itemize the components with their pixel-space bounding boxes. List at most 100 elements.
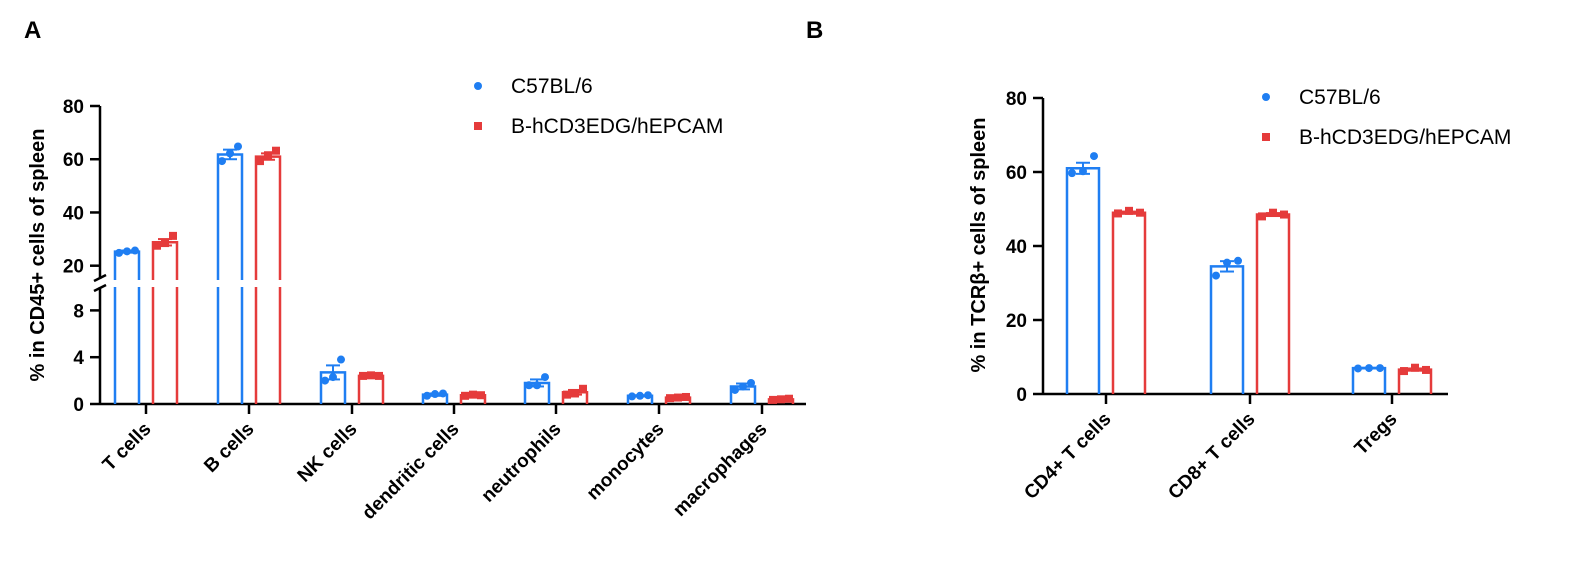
y-tick-label: 8 xyxy=(73,301,84,322)
data-point xyxy=(1114,209,1122,218)
x-tick-label: NK cells xyxy=(294,419,362,487)
data-point xyxy=(769,395,777,404)
data-point xyxy=(579,384,587,393)
data-point xyxy=(739,382,747,391)
x-tick-label: monocytes xyxy=(583,419,669,505)
y-tick-label: 0 xyxy=(1016,385,1027,406)
axis-break-gap xyxy=(108,280,808,287)
data-point xyxy=(1125,206,1133,215)
data-point xyxy=(525,381,533,390)
bar-c57bl6 xyxy=(216,153,244,404)
y-tick-label: 80 xyxy=(63,97,84,118)
bar-hcd3edg xyxy=(1111,211,1147,394)
data-point xyxy=(1354,364,1362,373)
data-point xyxy=(1234,256,1242,265)
bar-hcd3edg xyxy=(357,374,385,404)
data-point xyxy=(115,248,123,257)
data-point xyxy=(1422,365,1430,374)
y-tick-label: 0 xyxy=(73,395,84,416)
data-point xyxy=(131,246,139,255)
y-tick-label: 20 xyxy=(63,257,84,278)
data-point xyxy=(682,392,690,401)
bar-hcd3edg xyxy=(1255,213,1291,394)
data-point xyxy=(1079,167,1087,176)
data-point xyxy=(1258,212,1266,221)
marks-b xyxy=(1065,152,1433,394)
data-point xyxy=(477,391,485,400)
data-point xyxy=(272,146,280,155)
data-point xyxy=(731,385,739,394)
data-point xyxy=(264,151,272,160)
data-point xyxy=(666,394,674,403)
data-point xyxy=(1376,364,1384,373)
data-point xyxy=(747,378,755,387)
data-point xyxy=(1136,208,1144,217)
axis-break-mark xyxy=(93,283,107,293)
x-tick-label: CD4+ T cells xyxy=(1020,409,1115,504)
data-point xyxy=(337,355,345,364)
x-tick-label: neutrophils xyxy=(478,419,566,507)
data-point xyxy=(636,391,644,400)
x-tick-label: T cells xyxy=(99,419,156,476)
data-point xyxy=(423,391,431,400)
axis-break-mark xyxy=(93,273,107,283)
legend-marker-c57bl6 xyxy=(474,82,482,90)
legend-marker-c57bl6 xyxy=(1262,93,1270,101)
legend-b: C57BL/6B-hCD3EDG/hEPCAM xyxy=(1262,86,1511,149)
bar-hcd3edg xyxy=(151,241,179,404)
data-point xyxy=(674,393,682,402)
data-point xyxy=(1090,152,1098,161)
y-axis-title-b: % in TCRβ+ cells of spleen xyxy=(968,117,990,372)
bar-c57bl6 xyxy=(113,250,141,404)
data-point xyxy=(226,149,234,158)
data-point xyxy=(571,389,579,398)
data-point xyxy=(1269,208,1277,217)
legend-marker-hcd3edg xyxy=(1262,133,1270,141)
legend-label-hcd3edg: B-hCD3EDG/hEPCAM xyxy=(1299,126,1511,149)
data-point xyxy=(153,241,161,250)
y-tick-label: 40 xyxy=(1006,237,1027,258)
data-point xyxy=(563,390,571,399)
y-axis-title-a: % in CD45+ cells of spleen xyxy=(27,129,49,382)
data-point xyxy=(1068,169,1076,178)
data-point xyxy=(218,157,226,166)
x-tick-label: CD8+ T cells xyxy=(1164,409,1259,504)
y-tick-label: 60 xyxy=(63,150,84,171)
data-point xyxy=(375,371,383,380)
data-point xyxy=(469,390,477,399)
data-point xyxy=(461,391,469,400)
legend-label-c57bl6: C57BL/6 xyxy=(511,75,593,98)
data-point xyxy=(1411,363,1419,372)
y-tick-label: 4 xyxy=(73,348,84,369)
y-tick-label: 20 xyxy=(1006,311,1027,332)
data-point xyxy=(359,371,367,380)
data-point xyxy=(367,371,375,380)
x-tick-labels-b: CD4+ T cells CD8+ T cells Tregs xyxy=(1020,409,1401,504)
data-point xyxy=(1400,367,1408,376)
marks-a xyxy=(108,142,808,404)
x-tick-label: macrophages xyxy=(669,419,771,521)
bar-c57bl6 xyxy=(1065,167,1101,394)
data-point xyxy=(628,392,636,401)
data-point xyxy=(541,373,549,382)
panel-letter-b: B xyxy=(806,17,823,44)
data-point xyxy=(1223,258,1231,267)
data-point xyxy=(431,390,439,399)
data-point xyxy=(234,142,242,151)
data-point xyxy=(1212,271,1220,280)
data-point xyxy=(785,394,793,403)
legend-marker-hcd3edg xyxy=(474,122,482,130)
data-point xyxy=(533,381,541,390)
data-point xyxy=(321,376,329,385)
data-point xyxy=(644,391,652,400)
x-tick-label: dendritic cells xyxy=(358,419,463,524)
data-point xyxy=(439,389,447,398)
data-point xyxy=(256,157,264,166)
panel-a: A % in CD45+ cells of spleen C57BL/6B-hC… xyxy=(24,17,808,524)
x-tick-label: Tregs xyxy=(1351,409,1402,460)
legend-label-c57bl6: C57BL/6 xyxy=(1299,86,1381,109)
bar-c57bl6 xyxy=(1209,265,1245,394)
